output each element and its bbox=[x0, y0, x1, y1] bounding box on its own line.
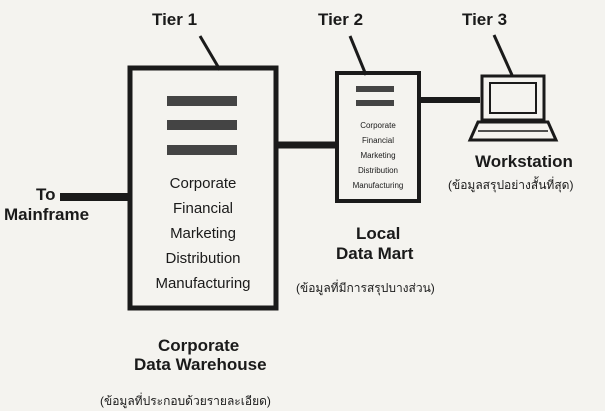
datamart-bar-1 bbox=[356, 86, 394, 92]
warehouse-bar-3 bbox=[167, 145, 237, 155]
warehouse-item: Marketing bbox=[170, 225, 236, 242]
datamart-box bbox=[335, 71, 421, 203]
datamart-item: Distribution bbox=[357, 166, 398, 175]
workstation-note: (ข้อมูลสรุปอย่างสั้นที่สุด) bbox=[448, 178, 574, 192]
mainframe-label-line1: To bbox=[36, 185, 56, 204]
tier2-label: Tier 2 bbox=[318, 10, 364, 29]
warehouse-items: Corporate Financial Marketing Distributi… bbox=[132, 171, 274, 296]
workstation-icon bbox=[467, 74, 559, 142]
tier1-pointer bbox=[198, 35, 222, 71]
datamart-item: Manufacturing bbox=[352, 181, 404, 190]
datamart-item: Financial bbox=[361, 136, 394, 145]
tier1-label: Tier 1 bbox=[152, 10, 198, 29]
datamart-item: Marketing bbox=[360, 151, 396, 160]
tier2-pointer bbox=[348, 35, 368, 76]
datamart-items: Corporate Financial Marketing Distributi… bbox=[339, 118, 417, 193]
warehouse-note: (ข้อมูลที่ประกอบด้วยรายละเอียด) bbox=[100, 394, 271, 408]
warehouse-item: Financial bbox=[172, 200, 234, 217]
warehouse-title-line1: Corporate bbox=[158, 336, 240, 355]
datamart-bar-2 bbox=[356, 100, 394, 106]
warehouse-item: Distribution bbox=[165, 250, 241, 267]
warehouse-item: Manufacturing bbox=[155, 275, 251, 292]
datamart-item: Corporate bbox=[360, 121, 396, 130]
warehouse-box bbox=[127, 65, 279, 311]
datamart-note: (ข้อมูลที่มีการสรุปบางส่วน) bbox=[296, 281, 435, 295]
datamart-title-line1: Local bbox=[356, 224, 401, 243]
warehouse-bar-2 bbox=[167, 120, 237, 130]
mainframe-label-line2: Mainframe bbox=[4, 205, 90, 224]
tier3-label: Tier 3 bbox=[462, 10, 508, 29]
tier3-pointer bbox=[492, 34, 514, 76]
warehouse-item: Corporate bbox=[169, 175, 237, 192]
warehouse-bar-1 bbox=[167, 96, 237, 106]
warehouse-title-line2: Data Warehouse bbox=[134, 355, 267, 374]
workstation-title: Workstation bbox=[475, 152, 573, 171]
datamart-title-line2: Data Mart bbox=[336, 244, 414, 263]
